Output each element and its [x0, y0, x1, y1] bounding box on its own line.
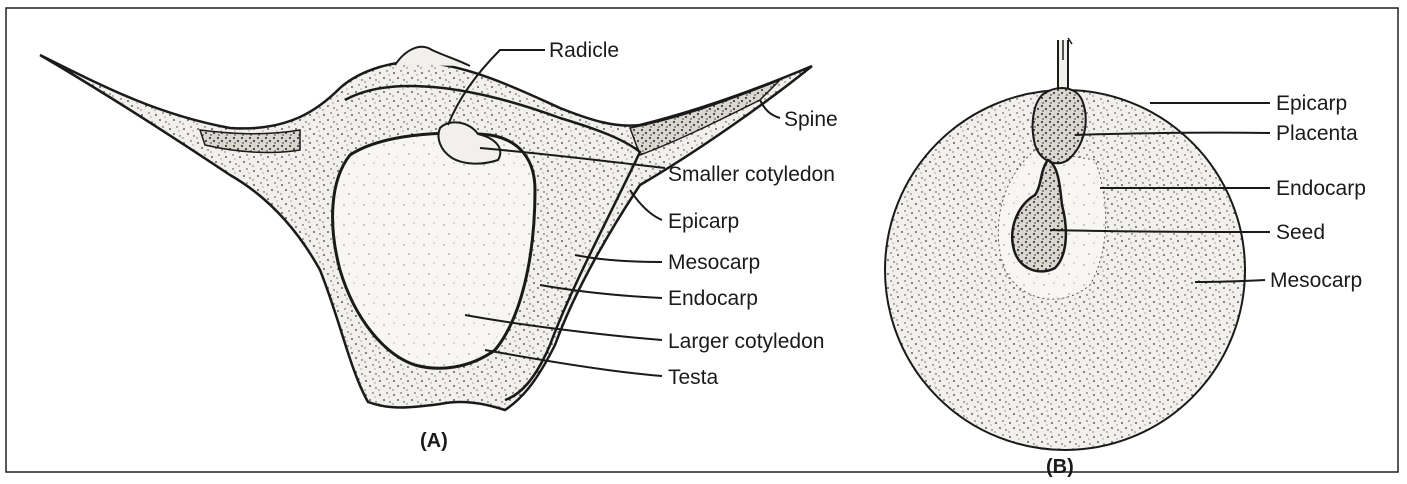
caption-a: (A) — [420, 430, 448, 452]
label-placenta: Placenta — [1276, 122, 1358, 145]
label-endocarp-b: Endocarp — [1276, 177, 1366, 200]
top-cap-a — [395, 47, 470, 66]
label-epicarp-a: Epicarp — [668, 210, 739, 233]
label-epicarp-b: Epicarp — [1276, 92, 1347, 115]
label-smaller-cotyledon: Smaller cotyledon — [668, 163, 835, 186]
label-larger-cotyledon: Larger cotyledon — [668, 330, 824, 353]
label-seed: Seed — [1276, 221, 1325, 244]
label-radicle: Radicle — [549, 39, 619, 62]
figure-b — [885, 38, 1245, 450]
label-spine: Spine — [784, 108, 838, 131]
label-mesocarp-b: Mesocarp — [1270, 269, 1362, 292]
label-testa: Testa — [668, 366, 719, 389]
label-endocarp-a: Endocarp — [668, 287, 758, 310]
caption-b: (B) — [1046, 456, 1074, 478]
label-mesocarp-a: Mesocarp — [668, 251, 760, 274]
